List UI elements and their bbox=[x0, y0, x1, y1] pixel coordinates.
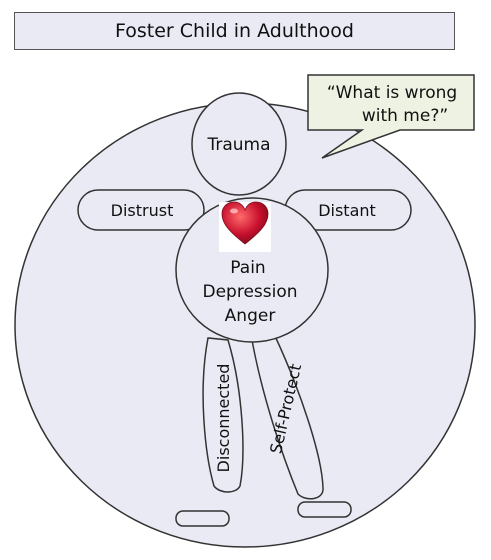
right-foot bbox=[297, 501, 352, 518]
head bbox=[191, 92, 287, 196]
left-arm bbox=[77, 189, 205, 231]
page-title: Foster Child in Adulthood bbox=[14, 12, 455, 50]
head-label: Trauma bbox=[206, 135, 270, 155]
speech-bubble bbox=[307, 74, 475, 159]
torso-label-anger: Anger bbox=[225, 306, 276, 326]
left-foot bbox=[175, 510, 230, 527]
heart-icon bbox=[219, 201, 271, 252]
torso-label-depression: Depression bbox=[202, 282, 297, 302]
left-leg bbox=[202, 337, 244, 493]
speech-text-line2: with me?” bbox=[362, 106, 448, 126]
left-arm-label: Distrust bbox=[111, 201, 174, 220]
speech-text-line1: “What is wrong bbox=[327, 83, 457, 103]
torso bbox=[175, 197, 329, 343]
right-leg bbox=[251, 335, 324, 500]
right-arm-label: Distant bbox=[318, 201, 376, 220]
torso-label-pain: Pain bbox=[230, 258, 265, 278]
left-leg-label: Disconnected bbox=[214, 364, 233, 473]
